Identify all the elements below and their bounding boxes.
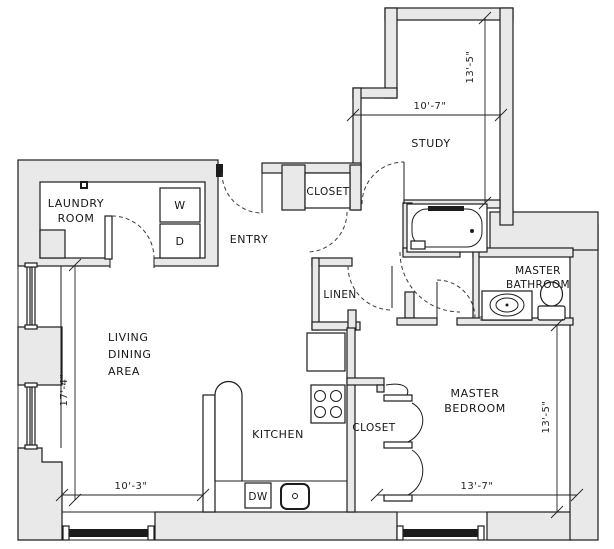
refrigerator [306,332,346,372]
range-stove [310,384,346,424]
dim-bedroom-width: 13'-7" [370,481,584,502]
dimension-lines: 13'-5" 10'-7" 17'-4" 10'-3" 13'- [55,11,584,519]
laundry-label-2: ROOM [58,212,95,225]
toilet [537,281,566,321]
front-door-swing [221,172,263,214]
kitchen-sink [280,483,310,510]
entry-closet-label: CLOSET [306,186,349,198]
washer-dryer: W D [159,187,201,259]
dim-label-bedroom-width: 13'-7" [460,481,493,492]
window-bedroom [396,525,485,541]
dim-study-height: 13'-5" [465,11,492,210]
dim-bedroom-height: 13'-5" [541,318,564,519]
kitchen-counter-return [214,380,243,481]
bedroom-door-swing [436,279,476,319]
window-upper [24,262,38,330]
dryer-box [159,223,201,259]
dryer-label: D [175,235,184,248]
study-door-swing [361,161,405,205]
dishwasher-label: DW [248,491,267,503]
washer-box [159,187,201,223]
dim-label-living-width: 10'-3" [114,481,147,492]
linen-door-swing [347,265,393,311]
master-bedroom-label-2: BEDROOM [444,402,506,415]
exterior-walls [17,7,599,541]
master-bedroom-label-1: MASTER [451,387,500,400]
bathtub [406,203,488,253]
doors [104,161,476,319]
laundry-door-leaf [104,215,113,260]
bathroom-fixtures [406,203,566,321]
living-label-1: LIVING [108,331,149,344]
dim-living-width: 10'-3" [55,481,210,502]
bottom-windows [62,511,487,541]
kitchen-peninsula-wall [202,394,216,513]
dim-label-study-width: 10'-7" [413,101,446,112]
entry-closet [281,164,362,211]
entry-label: ENTRY [230,233,269,246]
window-lower [24,382,38,450]
linen-closet [311,257,361,331]
washer-label: W [174,199,185,212]
kitchen-label: KITCHEN [252,428,304,441]
laundry-door-swing [111,215,155,259]
kitchen-fixtures: DW [202,332,347,513]
dim-label-bedroom-height: 13'-5" [541,400,552,433]
room-labels: LAUNDRY ROOM ENTRY CLOSET STUDY LINEN MA… [48,137,570,441]
bedroom-closet-label: CLOSET [352,422,395,434]
living-label-3: AREA [108,365,140,378]
dishwasher-box [244,482,272,509]
dim-living-height: 17'-4" [59,258,82,507]
master-bathroom-label-1: MASTER [515,265,561,277]
master-bathroom-label-2: BATHROOM [506,279,570,291]
entry-closet-door-swing [306,211,348,253]
dim-label-study-height: 13'-5" [465,50,476,83]
dim-label-living-height: 17'-4" [59,373,70,406]
bedroom-closet-bifold-doors [383,383,424,502]
laundry-label-1: LAUNDRY [48,197,105,210]
window-living [62,525,155,541]
front-door-jamb [216,164,223,177]
living-label-2: DINING [108,348,152,361]
left-windows [24,262,62,450]
study-label: STUDY [411,137,450,150]
dim-study-width: 10'-7" [346,101,508,122]
bathroom-sink [480,290,533,321]
linen-label: LINEN [323,289,356,301]
